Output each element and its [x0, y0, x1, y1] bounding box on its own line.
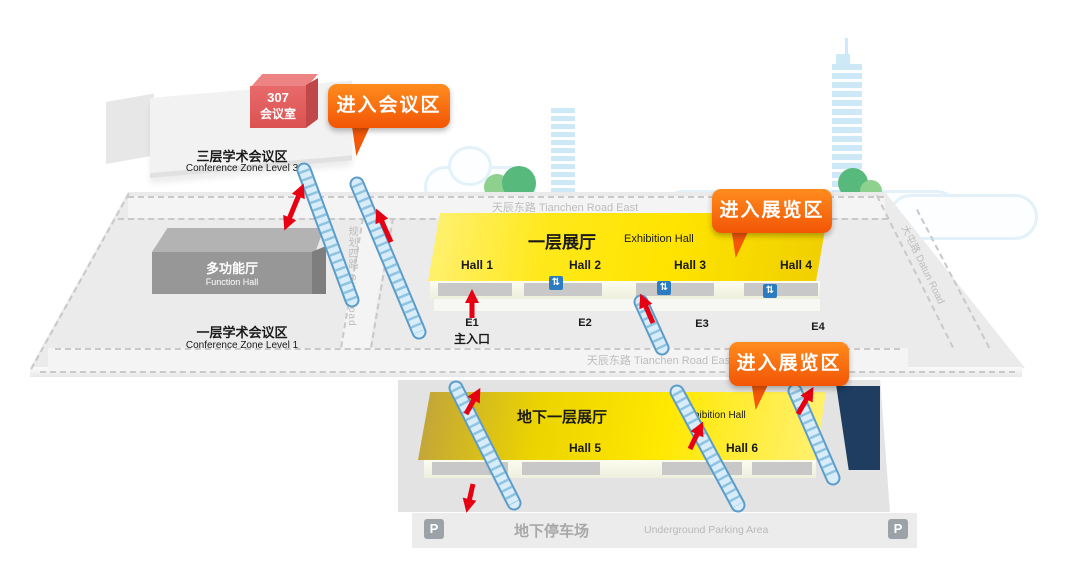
parking-icon: P [424, 519, 444, 539]
callout-enter-conference: 进入会议区 [328, 84, 450, 128]
function-hall-label-zh: 多功能厅 [205, 261, 258, 276]
entrance-door [662, 462, 742, 475]
room-307-label: 会议室 [259, 107, 296, 121]
escalator-icon: ⇅ [763, 284, 777, 298]
function-hall: 多功能厅 Function Hall [152, 252, 312, 294]
conference-level1-label-en: Conference Zone Level 1 [185, 340, 299, 351]
parking-icon: P [888, 519, 908, 539]
hall-label: Hall 1 [460, 258, 493, 272]
entrance-label-e2: E2 [578, 317, 592, 329]
entrance-door [522, 462, 600, 475]
entrance-label-e3: E3 [695, 318, 709, 330]
exhibition-b1-front [424, 460, 816, 478]
road-label-city: 规划四路 City Road [346, 226, 357, 327]
entrance-door [752, 462, 812, 475]
cloud-icon [448, 146, 492, 186]
entrance-door [432, 462, 508, 475]
conference-level3-label-en: Conference Zone Level 3 [185, 163, 299, 174]
antenna-icon [845, 38, 848, 66]
room-307: 307 会议室 [250, 86, 306, 128]
skyscraper-icon [836, 54, 850, 66]
exhibition-b1-title-en: Exhibition Hall [682, 410, 746, 421]
hall-label: Hall 2 [568, 258, 601, 272]
function-hall-side [312, 246, 326, 294]
building-icon [551, 108, 575, 194]
road-dash-line [55, 348, 900, 350]
parking-label-en: Underground Parking Area [644, 524, 769, 536]
road-label-tianchen-bottom: 天辰东路 Tianchen Road East [586, 355, 734, 367]
conference-level3-label-zh: 三层学术会议区 [196, 149, 288, 164]
exhibition-l1-sidewalk [434, 299, 820, 311]
function-hall-roof [152, 228, 324, 252]
escalator-icon: ⇅ [549, 276, 563, 290]
hall-label: Hall 6 [725, 441, 758, 455]
exhibition-l1-front [430, 281, 820, 299]
main-entrance-label: 主入口 [453, 332, 490, 346]
callout-enter-exhibition-lower: 进入展览区 [729, 342, 849, 386]
hall-label: Hall 3 [673, 258, 706, 272]
conference-level1-label-zh: 一层学术会议区 [196, 325, 288, 340]
entrance-label-e4: E4 [811, 321, 825, 333]
exhibition-l1-title-zh: 一层展厅 [528, 233, 596, 252]
function-hall-label-en: Function Hall [205, 277, 259, 287]
road-tianchen-bottom [48, 348, 908, 371]
road-dash-line [40, 371, 1015, 373]
entrance-door [744, 283, 818, 296]
hall-label: Hall 4 [779, 258, 812, 272]
road-dash-line [128, 196, 884, 198]
room-307-side [306, 78, 318, 128]
entrance-door [636, 283, 714, 296]
room-307-roof [250, 74, 318, 88]
exhibition-l1-title-en: Exhibition Hall [624, 233, 694, 245]
hall-label: Hall 5 [568, 441, 601, 455]
callout-enter-exhibition-upper: 进入展览区 [712, 189, 832, 233]
entrance-label-e1: E1 [465, 317, 479, 329]
entrance-door [438, 283, 512, 296]
escalator-icon: ⇅ [657, 281, 671, 295]
entrance-door [524, 283, 602, 296]
exhibition-b1-title-zh: 地下一层展厅 [516, 409, 607, 426]
parking-area [412, 513, 917, 548]
parking-label-zh: 地下停车场 [514, 523, 590, 540]
room-307-number: 307 [267, 90, 289, 105]
conference-slab-wing [106, 93, 154, 164]
road-label-tianchen-top: 天辰东路 Tianchen Road East [491, 202, 639, 214]
